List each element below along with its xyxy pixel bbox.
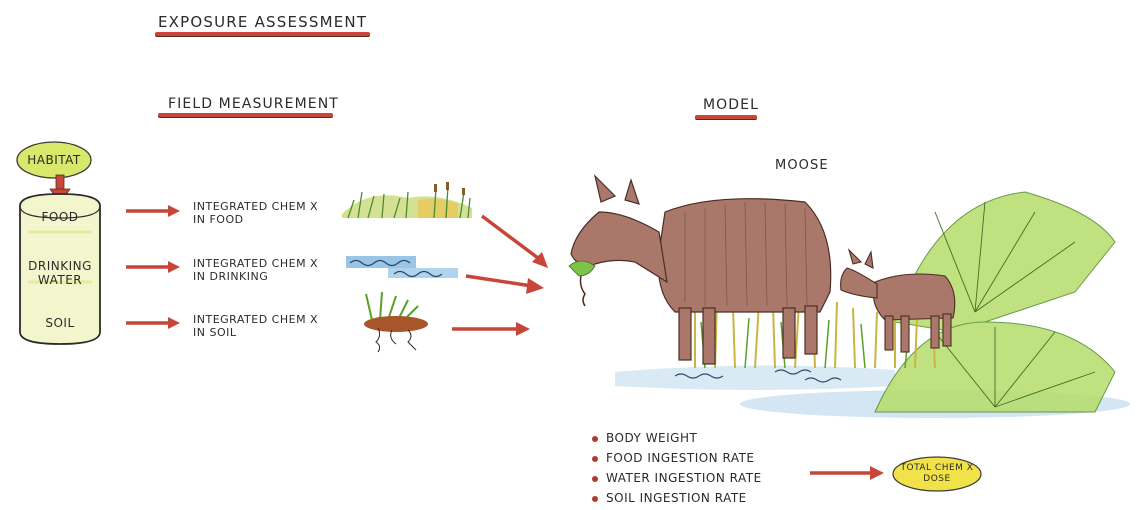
title-underline	[155, 32, 370, 36]
water-arrow-icon	[126, 259, 182, 275]
water-to-model-arrow-icon	[464, 272, 548, 296]
compartment-soil: SOIL	[20, 316, 100, 330]
result-line1: TOTAL CHEM X	[890, 463, 984, 474]
compartment-food: FOOD	[20, 210, 100, 224]
model-heading: MODEL	[703, 97, 759, 113]
parameter-item: FOOD INGESTION RATE	[592, 451, 755, 465]
moose-scene-illustration	[555, 172, 1135, 420]
measurement-food: INTEGRATED CHEM X IN FOOD	[193, 200, 318, 226]
parameter-food-ingestion: FOOD INGESTION RATE	[606, 451, 755, 465]
bullet-icon	[592, 496, 598, 502]
parameter-item: BODY WEIGHT	[592, 431, 697, 445]
field-measurement-heading: FIELD MEASUREMENT	[168, 96, 339, 112]
measurement-drinking-line2: IN DRINKING	[193, 270, 318, 283]
measurement-drinking: INTEGRATED CHEM X IN DRINKING	[193, 257, 318, 283]
measurement-food-line2: IN FOOD	[193, 213, 318, 226]
soil-arrow-icon	[126, 315, 182, 331]
measurement-drinking-line1: INTEGRATED CHEM X	[193, 257, 318, 270]
compartment-drinking-water: DRINKING WATER	[20, 259, 100, 287]
model-underline	[695, 115, 757, 119]
bullet-icon	[592, 476, 598, 482]
page-title: EXPOSURE ASSESSMENT	[158, 13, 367, 31]
field-measurement-underline	[158, 113, 333, 117]
food-to-model-arrow-icon	[480, 214, 552, 270]
result-label: TOTAL CHEM X DOSE	[890, 463, 984, 485]
parameter-item: SOIL INGESTION RATE	[592, 491, 747, 505]
grass-sketch-icon	[338, 178, 478, 224]
parameter-soil-ingestion: SOIL INGESTION RATE	[606, 491, 747, 505]
measurement-soil: INTEGRATED CHEM X IN SOIL	[193, 313, 318, 339]
result-arrow-icon	[808, 464, 888, 482]
measurement-soil-line1: INTEGRATED CHEM X	[193, 313, 318, 326]
parameter-body-weight: BODY WEIGHT	[606, 431, 697, 445]
measurement-soil-line2: IN SOIL	[193, 326, 318, 339]
moose-label: MOOSE	[775, 158, 829, 173]
food-arrow-icon	[126, 203, 182, 219]
bullet-icon	[592, 436, 598, 442]
bullet-icon	[592, 456, 598, 462]
soil-sketch-icon	[358, 290, 438, 356]
habitat-label: HABITAT	[14, 153, 94, 167]
compartment-drinking-water-label: DRINKING WATER	[28, 259, 92, 287]
parameter-item: WATER INGESTION RATE	[592, 471, 762, 485]
water-sketch-icon	[344, 254, 460, 282]
parameter-water-ingestion: WATER INGESTION RATE	[606, 471, 762, 485]
soil-to-model-arrow-icon	[450, 320, 534, 338]
result-line2: DOSE	[890, 474, 984, 485]
measurement-food-line1: INTEGRATED CHEM X	[193, 200, 318, 213]
